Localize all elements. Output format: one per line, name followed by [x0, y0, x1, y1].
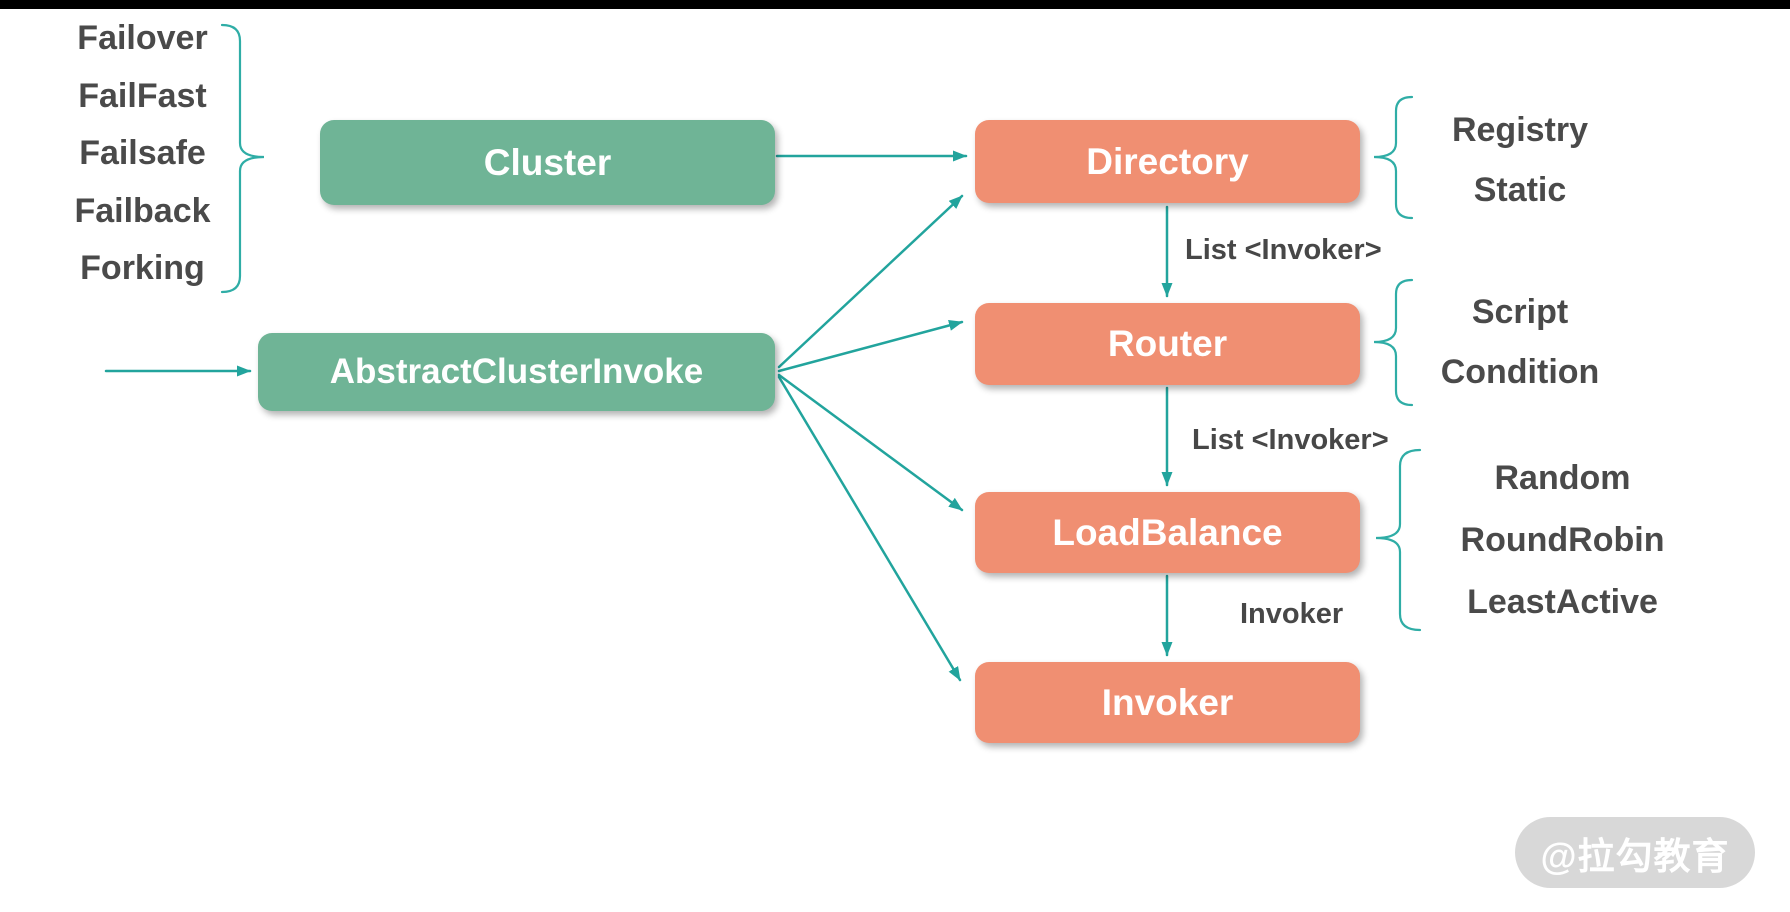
arrow-aci-to-loadbalance — [777, 373, 964, 512]
directory-node: Directory — [975, 120, 1360, 203]
cluster-strategy-item: Failover — [77, 19, 208, 57]
arrow-aci-to-router — [777, 320, 964, 373]
invoker-node: Invoker — [975, 662, 1360, 743]
edge-label-directory-router: List <Invoker> — [1185, 234, 1382, 266]
brace-loadbalance-types — [1375, 448, 1422, 632]
router-node: Router — [975, 303, 1360, 385]
loadbalance-type-item: RoundRobin — [1460, 521, 1665, 559]
arrow-aci-to-invoker — [777, 375, 962, 682]
edge-label-loadbalance-invoker: Invoker — [1240, 598, 1344, 630]
cluster-node: Cluster — [320, 120, 775, 205]
brace-router-types — [1373, 278, 1414, 407]
watermark-badge: @拉勾教育 — [1515, 817, 1755, 888]
directory-type-item: Registry — [1451, 111, 1589, 149]
cluster-strategy-item: FailFast — [78, 76, 207, 115]
arrow-aci-to-directory — [777, 194, 964, 369]
abstract-cluster-invoke-node: AbstractClusterInvoke — [258, 333, 775, 411]
router-type-item: Condition — [1440, 353, 1600, 391]
loadbalance-node: LoadBalance — [975, 492, 1360, 573]
cluster-strategy-list: Failover FailFast Failsafe Failback Fork… — [55, 10, 230, 298]
brace-directory-types — [1373, 95, 1414, 220]
directory-type-list: Registry Static — [1395, 100, 1645, 220]
router-type-list: Script Condition — [1395, 282, 1645, 402]
loadbalance-type-list: Random RoundRobin LeastActive — [1430, 447, 1695, 633]
cluster-strategy-item: Forking — [80, 249, 205, 287]
loadbalance-type-item: Random — [1494, 459, 1631, 497]
loadbalance-type-item: LeastActive — [1467, 583, 1658, 621]
directory-type-item: Static — [1473, 171, 1567, 209]
top-bar — [0, 0, 1790, 9]
cluster-strategy-item: Failsafe — [79, 134, 206, 172]
edge-label-router-loadbalance: List <Invoker> — [1192, 424, 1389, 456]
router-type-item: Script — [1471, 293, 1569, 331]
cluster-strategy-item: Failback — [74, 191, 211, 230]
brace-cluster-strategies — [220, 23, 265, 294]
